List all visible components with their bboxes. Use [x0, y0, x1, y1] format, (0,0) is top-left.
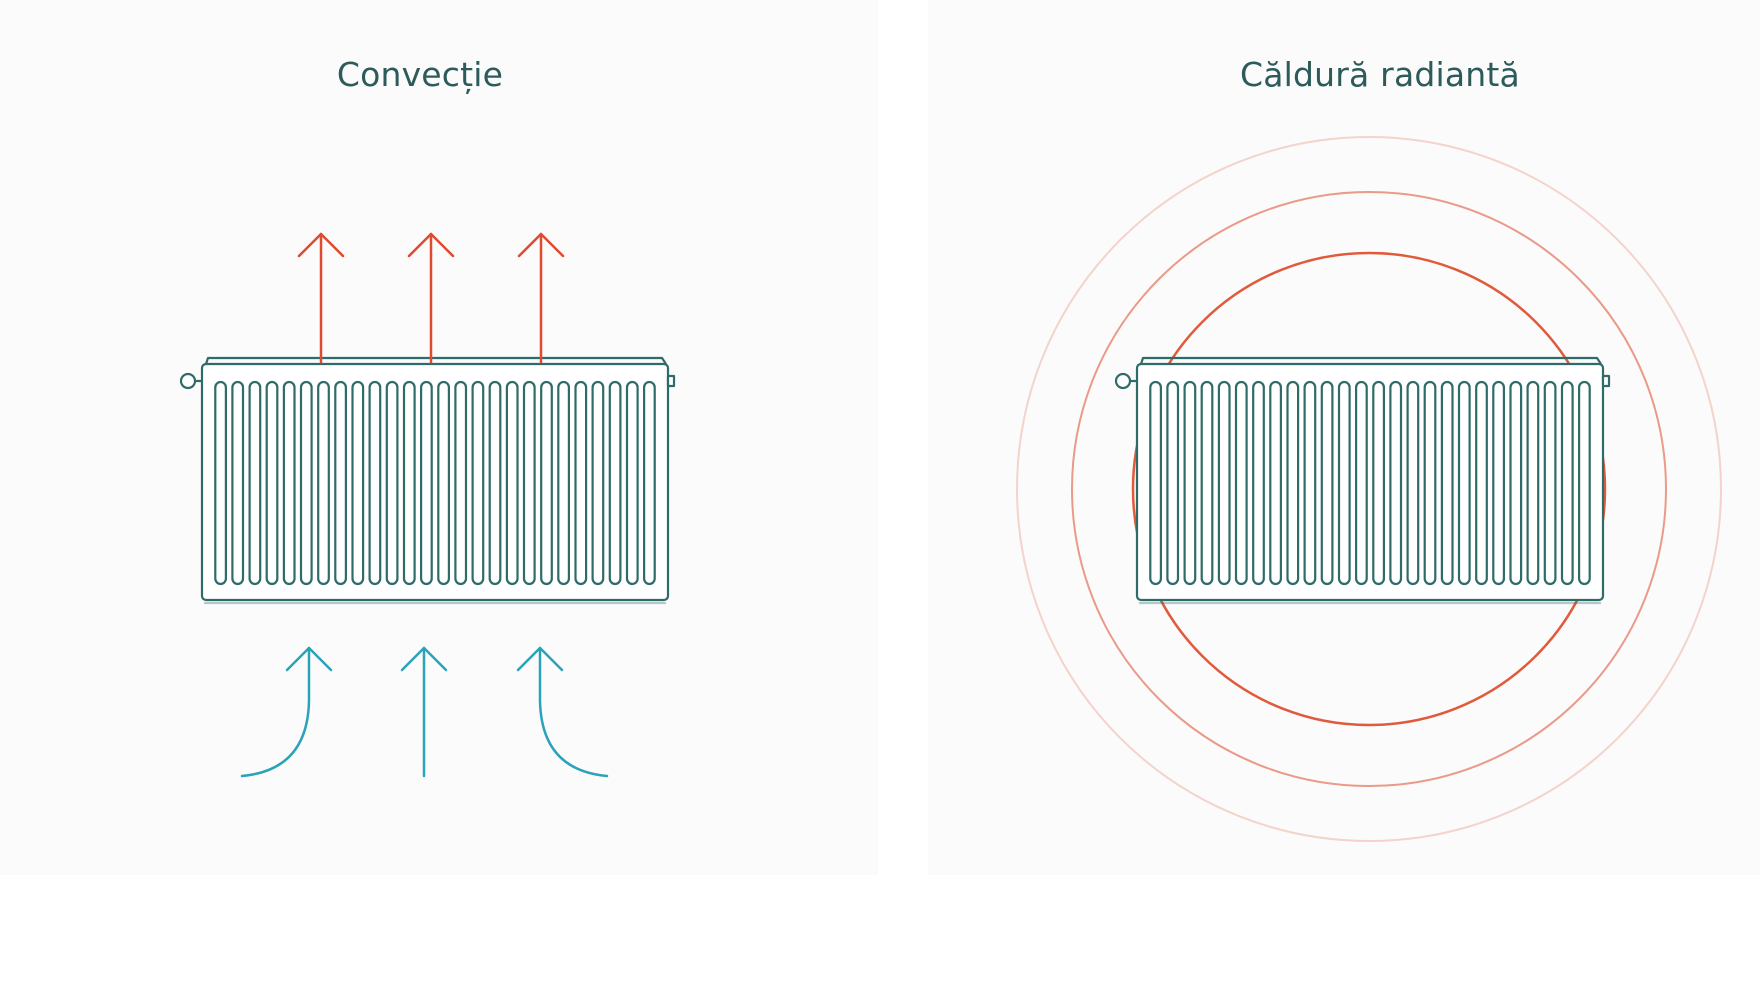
- arrow-up-icon: [297, 232, 345, 364]
- radiation-ring-inner: [1131, 251, 1607, 727]
- radiator-icon: [179, 356, 676, 605]
- arrow-up-icon: [407, 232, 455, 364]
- curved-arrow-up-icon: [516, 646, 609, 778]
- radiant-heat-title: Căldură radiantă: [1240, 55, 1520, 94]
- curved-arrow-up-icon: [240, 646, 333, 778]
- warm-air-arrows: [297, 232, 565, 364]
- radiation-rings: [1016, 136, 1722, 842]
- cool-air-arrows: [240, 646, 609, 778]
- arrow-up-icon: [400, 646, 448, 778]
- arrow-up-icon: [517, 232, 565, 364]
- radiation-ring-outer: [1016, 136, 1722, 842]
- radiator-icon: [1114, 356, 1611, 605]
- radiation-ring-middle: [1071, 191, 1667, 787]
- convection-title: Convecție: [336, 55, 504, 94]
